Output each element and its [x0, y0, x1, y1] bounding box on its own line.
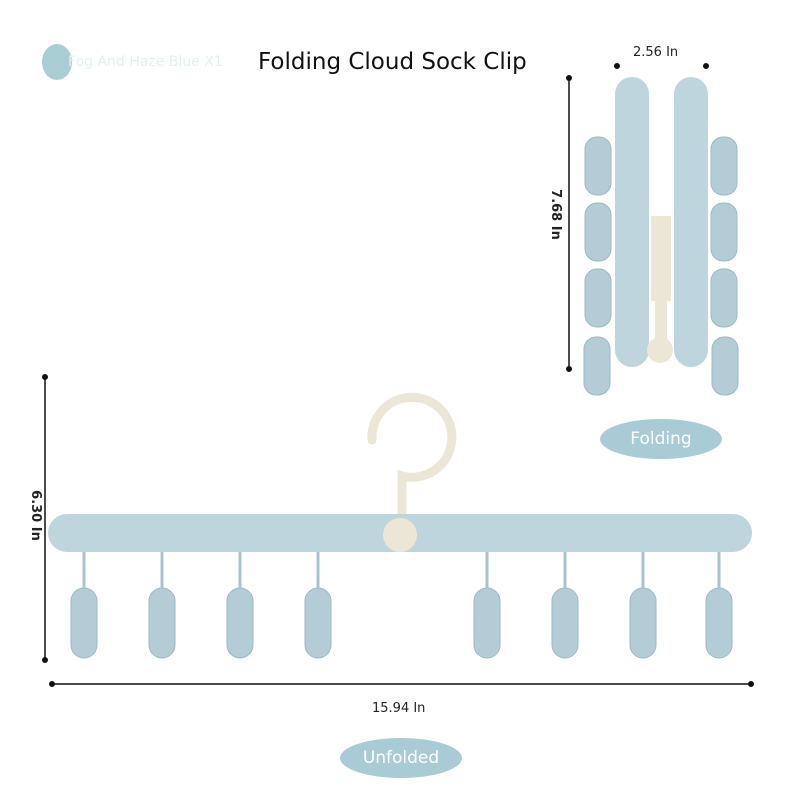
unfolded-badge: Unfolded	[340, 738, 462, 778]
folded-dimension-lines	[566, 63, 709, 372]
folded-height-label: 7.68 In	[547, 189, 563, 240]
folding-badge: Folding	[600, 419, 722, 459]
folded-hanger	[583, 77, 739, 396]
unfolded-hanger	[48, 392, 752, 659]
unfolded-dimension-lines	[42, 374, 754, 687]
product-title: Folding Cloud Sock Clip	[258, 49, 527, 75]
unfolded-width-label: 15.94 In	[372, 701, 426, 716]
folded-width-label: 2.56 In	[633, 45, 679, 60]
unfolded-height-label: 6.30 In	[27, 490, 43, 541]
variant-label: Fog And Haze Blue X1	[68, 54, 223, 70]
color-swatch	[42, 44, 72, 80]
